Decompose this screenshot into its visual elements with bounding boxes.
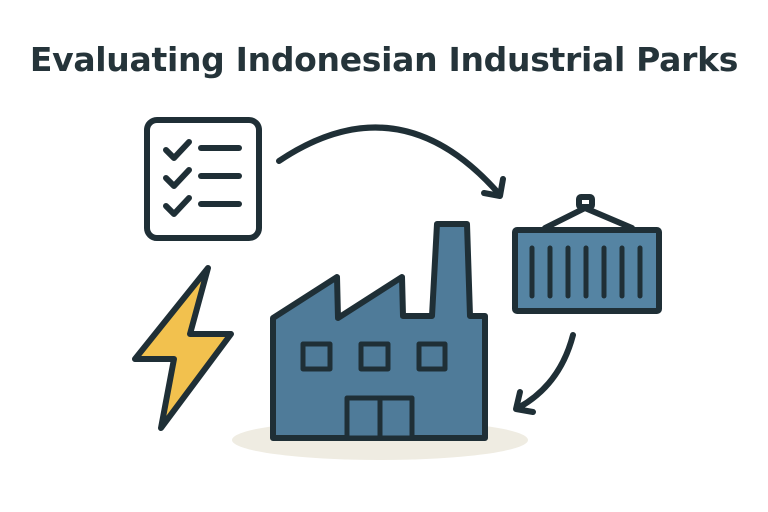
page-title: Evaluating Indonesian Industrial Parks xyxy=(29,40,739,79)
shipping-container-icon xyxy=(512,194,662,314)
curved-arrow-icon xyxy=(276,124,506,199)
factory-icon xyxy=(270,221,488,441)
lightning-bolt-icon xyxy=(132,265,234,431)
curved-arrow-icon xyxy=(513,332,576,415)
checklist-icon xyxy=(144,117,262,241)
